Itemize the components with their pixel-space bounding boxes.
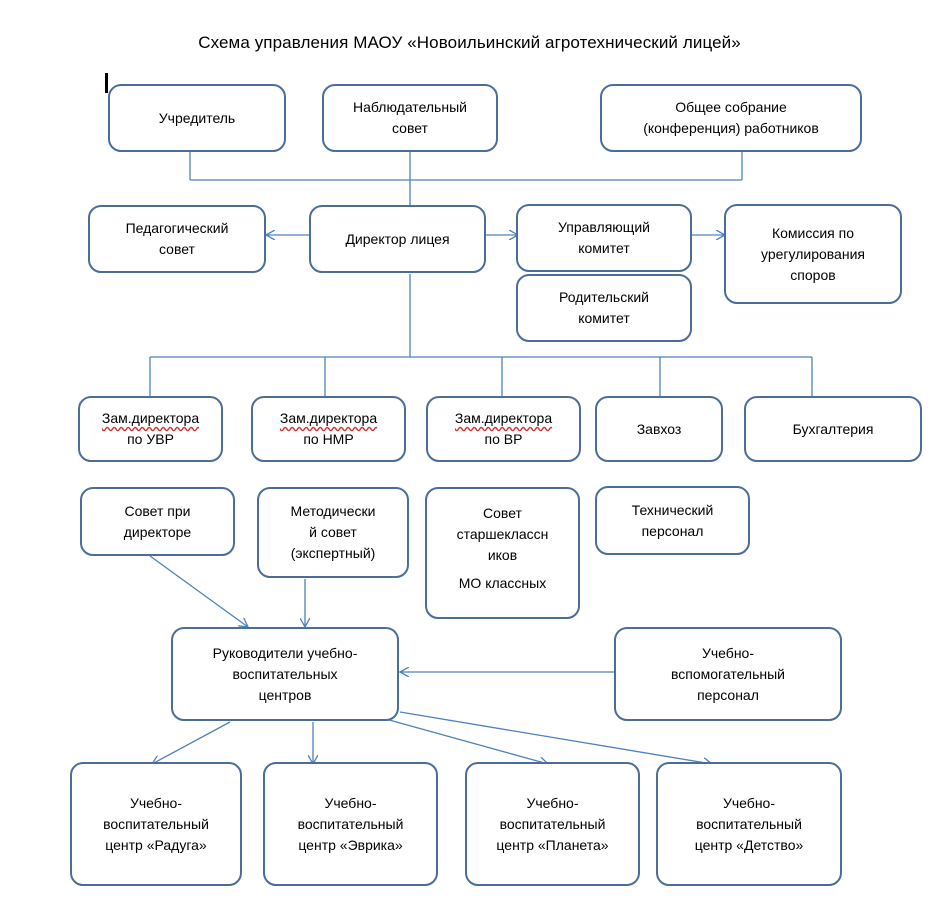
node-bukhgalteriya: Бухгалтерия (744, 396, 922, 462)
node-sovet-pri-direktore: Совет при директоре (80, 487, 235, 556)
arrow-sovet-pri-dir-to-rukovoditeli (149, 555, 248, 627)
node-centr-planeta: Учебно- воспитательный центр «Планета» (465, 762, 640, 886)
node-zam-uvr: Зам.директора по УВР (78, 396, 223, 462)
arrow-to-detstvo (399, 711, 712, 764)
node-upr-komitet: Управляющий комитет (516, 204, 692, 272)
node-ped-sovet: Педагогический совет (88, 205, 266, 273)
arrow-to-planeta (381, 717, 548, 764)
node-obshchee-sobranie: Общее собрание (конференция) работников (600, 84, 862, 152)
node-centr-detstvo: Учебно- воспитательный центр «Детство» (656, 762, 842, 886)
node-tekh-personal: Технический персонал (595, 486, 750, 555)
node-rod-komitet: Родительский комитет (516, 274, 692, 342)
node-zam-nmr: Зам.директора по НМР (251, 396, 406, 462)
node-komissiya: Комиссия по урегулирования споров (724, 204, 902, 304)
text-cursor-mark (105, 73, 108, 93)
node-direktor: Директор лицея (309, 205, 486, 273)
node-rukovoditeli: Руководители учебно- воспитательных цент… (171, 627, 399, 721)
arrow-to-raduga (152, 721, 231, 764)
node-zavkhoz: Завхоз (595, 396, 723, 462)
node-metod-sovet: Методически й совет (экспертный) (257, 487, 409, 578)
node-sovet-starsheklassnikov: Совет старшеклассн иков МО классных (425, 487, 580, 619)
diagram-title: Схема управления МАОУ «Новоильинский агр… (198, 33, 741, 52)
node-centr-raduga: Учебно- воспитательный центр «Радуга» (70, 762, 242, 886)
node-zam-vr: Зам.директора по ВР (426, 396, 581, 462)
node-nabl-sovet: Наблюдательный совет (322, 84, 498, 152)
node-uchebno-vsp-personal: Учебно- вспомогательный персонал (614, 627, 842, 721)
node-centr-evrika: Учебно- воспитательный центр «Эврика» (263, 762, 438, 886)
node-uchreditel: Учредитель (108, 84, 286, 152)
